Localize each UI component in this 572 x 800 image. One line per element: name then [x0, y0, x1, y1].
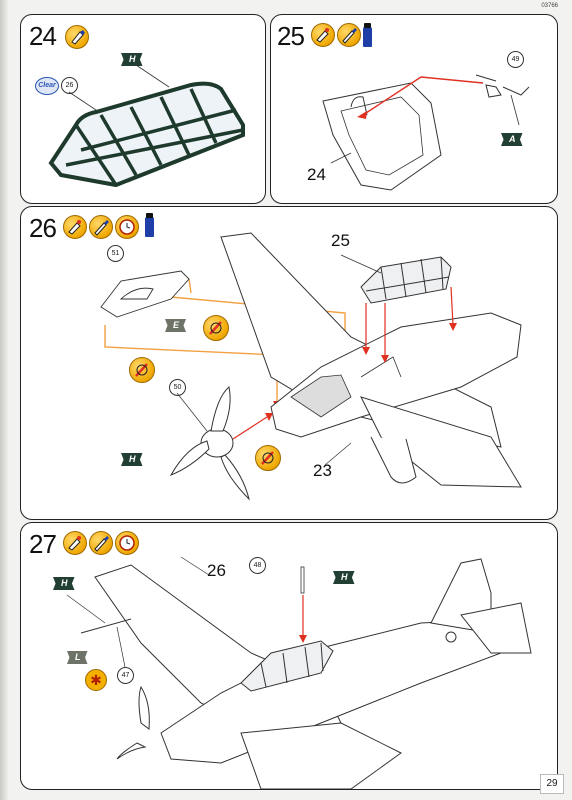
caution-icon [203, 315, 229, 341]
part-label-24: 24 [307, 165, 326, 184]
paint-jar-icon [363, 23, 372, 47]
decal-flag-l: L [67, 651, 88, 664]
part-callout-50: 50 [169, 379, 186, 396]
knife-icon: ✱ [85, 669, 107, 691]
glue-icon [311, 23, 335, 47]
glue-icon [65, 25, 89, 49]
part-label-25: 25 [331, 231, 350, 250]
page-binding-edge [0, 0, 8, 800]
caution-icon [129, 357, 155, 383]
part-label-23: 23 [313, 461, 332, 480]
glue-icon [63, 531, 87, 555]
step-number: 26 [29, 213, 57, 243]
clock-icon [115, 215, 139, 239]
glue-icon [63, 215, 87, 239]
caution-icon [255, 445, 281, 471]
step-26-panel: 26 51 E 50 H 25 23 [20, 206, 558, 520]
step-number: 25 [277, 21, 305, 51]
part-callout-26: 26 [61, 77, 78, 94]
fuselage-assembly-drawing [100, 232, 522, 501]
paint-brush-icon [89, 215, 113, 239]
part-callout-48: 48 [249, 557, 266, 574]
canopy-drawing [48, 64, 245, 188]
decal-flag-e: E [165, 319, 187, 332]
decal-flag-a: A [501, 133, 523, 146]
clear-paint-badge: Clear [35, 77, 59, 95]
part-label-26: 26 [207, 561, 226, 580]
clock-icon [115, 531, 139, 555]
step-number: 27 [29, 529, 57, 559]
step-27-panel: 27 H 48 H 26 L 47 ✱ [20, 522, 558, 790]
cockpit-tub-drawing [322, 74, 530, 191]
part-callout-49: 49 [507, 51, 524, 68]
paint-jar-icon [145, 213, 154, 237]
paint-brush-icon [89, 531, 113, 555]
step-24-panel: 24 H Clear 26 [20, 14, 266, 204]
decal-flag-h: H [121, 453, 143, 466]
step-number: 24 [29, 21, 57, 51]
step-25-panel: 25 49 A 24 [270, 14, 558, 204]
aircraft-assembly-drawing [66, 556, 532, 789]
decal-flag-h: H [333, 571, 355, 584]
decal-flag-h: H [121, 53, 143, 66]
part-callout-51: 51 [107, 245, 124, 262]
paint-brush-icon [337, 23, 361, 47]
decal-flag-h: H [53, 577, 75, 590]
page-number: 29 [540, 774, 564, 794]
document-code: 03766 [541, 3, 558, 9]
part-callout-47: 47 [117, 667, 134, 684]
